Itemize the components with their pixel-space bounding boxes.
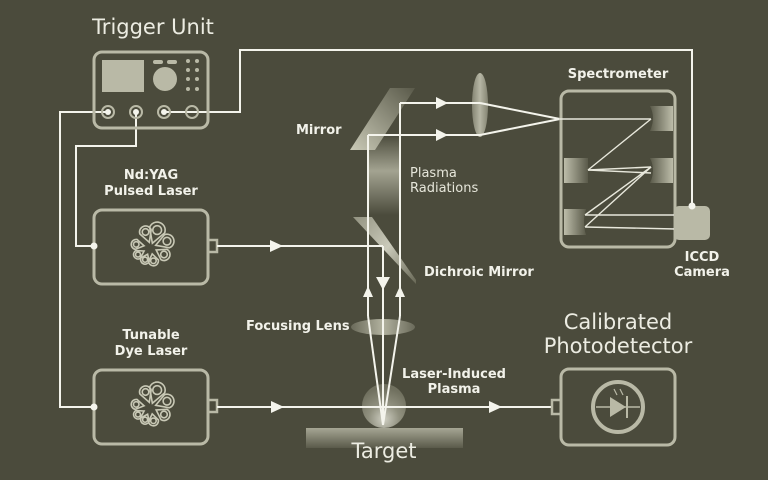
spectrometer-device	[559, 89, 710, 249]
trigger-to-ndyag-wire	[75, 112, 137, 247]
arrow-right	[271, 401, 284, 413]
ndyag-label-line1: Nd:YAG	[123, 168, 179, 183]
trigger-unit-label: Trigger Unit	[92, 15, 214, 39]
laser-cavity-icon	[130, 221, 175, 267]
lamp-petal-core	[159, 410, 169, 419]
lamp-petal-core	[141, 387, 150, 397]
focus-to-slit-top	[479, 102, 561, 120]
lamp-petal-core	[149, 257, 157, 265]
dye-laser-label-line1: Tunable	[122, 328, 180, 343]
arrow-down	[376, 277, 390, 290]
trigger-wiring	[59, 49, 693, 408]
lamp-petal-core	[159, 250, 169, 259]
arrow-right	[270, 240, 283, 252]
lamp-petal	[154, 233, 175, 249]
dichroic-mirror	[353, 217, 416, 284]
photodiode-icon	[591, 380, 645, 434]
lamp-petal-core	[141, 416, 149, 423]
trigger-to-iccd-wire	[164, 49, 693, 206]
lamp-petal	[130, 238, 146, 251]
lamp-petal	[154, 248, 171, 262]
photodetector-label-line2: Photodetector	[543, 334, 693, 358]
collection-lens	[472, 73, 488, 137]
focus-to-slit-bottom	[479, 118, 561, 136]
dye-laser-label-line2: Dye Laser	[114, 344, 188, 359]
lamp-petal	[154, 393, 175, 409]
lamp-petal-core	[132, 400, 140, 408]
lamp-petal	[154, 408, 171, 422]
dye-laser-device	[90, 368, 219, 446]
lamp-petal	[138, 225, 152, 244]
lamp-petal	[148, 221, 166, 245]
plasma-radiations-label-line2: Radiations	[410, 181, 479, 196]
spectrometer-mirror	[650, 106, 673, 131]
target-label: Target	[351, 439, 417, 463]
ndyag-laser-device	[90, 208, 219, 286]
focusing-lens-label: Focusing Lens	[246, 319, 350, 334]
lamp-petal-core	[132, 240, 140, 248]
iccd-camera-label-line1: ICCD	[684, 250, 720, 265]
lamp-petal	[138, 385, 152, 404]
lamp-petal-core	[134, 411, 142, 418]
lamp-petal	[132, 249, 146, 260]
arrow-right	[436, 129, 448, 141]
lamp-petal-core	[162, 236, 172, 246]
lamp-petal	[132, 409, 146, 420]
ndyag-label-line2: Pulsed Laser	[104, 184, 198, 199]
trigger-unit-device-icon	[92, 50, 210, 130]
lamp-petal-core	[134, 251, 142, 258]
photodetector-device	[550, 367, 677, 447]
target-sample	[306, 428, 463, 448]
lamp-petal-core	[141, 256, 149, 263]
beam-arrows	[270, 97, 502, 413]
spectrometer-mirror	[650, 158, 673, 183]
spectrometer-label: Spectrometer	[567, 67, 669, 82]
lamp-petal	[130, 398, 146, 411]
iccd-camera-label-line2: Camera	[674, 265, 730, 280]
lamp-petal	[148, 381, 166, 405]
photodetector-label-line1: Calibrated	[563, 310, 673, 334]
arrow-right	[436, 97, 448, 109]
mirror-label: Mirror	[296, 123, 342, 138]
lamp-petal-core	[151, 384, 163, 396]
iccd-camera	[674, 206, 710, 240]
lamp-petal-core	[141, 227, 150, 237]
spectrometer-grating	[564, 158, 588, 183]
lamp-petal-core	[149, 417, 157, 425]
lamp-petal-core	[162, 396, 172, 406]
dichroic-mirror-label: Dichroic Mirror	[424, 265, 534, 280]
lamp-petal-core	[151, 224, 163, 236]
arrow-up	[363, 286, 373, 297]
arrow-up	[395, 286, 405, 297]
laser-induced-plasma-label-line2: Plasma	[427, 382, 481, 397]
laser-cavity-icon	[130, 381, 175, 427]
arrow-right	[489, 401, 502, 413]
plasma-radiations-label-line1: Plasma	[410, 166, 457, 181]
trigger-to-dye-laser-wire	[59, 111, 108, 408]
spectrometer-mirror	[564, 209, 586, 235]
laser-induced-plasma-label-line1: Laser-Induced	[402, 367, 506, 382]
mirror	[350, 88, 415, 150]
